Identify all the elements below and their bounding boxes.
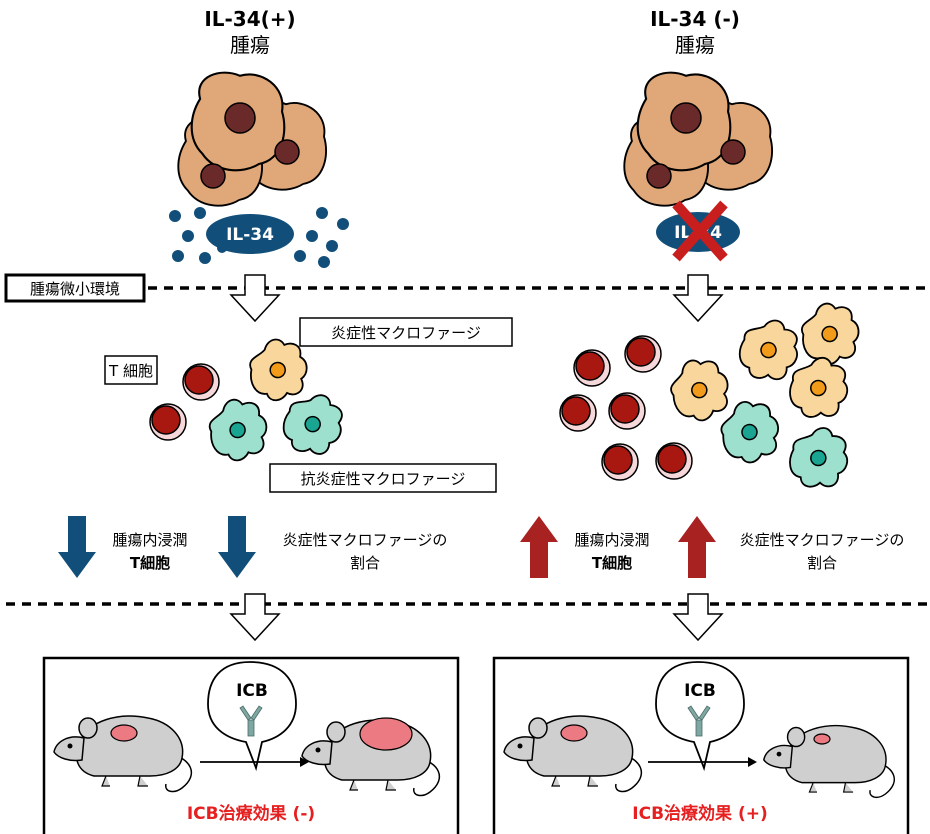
right-effect-label: ICB治療効果 (+) xyxy=(632,803,767,824)
left-tumor-cluster xyxy=(177,71,328,207)
left-effect-label: ICB治療効果 (-) xyxy=(187,803,315,824)
left-tumor-large xyxy=(359,717,413,751)
right-tumor-tiny xyxy=(813,733,831,745)
right-tcell-effect-line2: T細胞 xyxy=(592,554,632,572)
left-title: IL-34(+) xyxy=(204,7,295,31)
t-cell-label: T 細胞 xyxy=(108,362,153,380)
left-macrophage-decrease-arrow xyxy=(218,516,256,578)
cross-icon xyxy=(672,200,728,262)
right-il34-blocked: IL-34 xyxy=(656,200,740,262)
right-tcell-increase-arrow xyxy=(520,516,558,578)
right-treatment-panel: ICB ICB治療効果 (+) xyxy=(492,656,910,834)
right-macrophage-increase-arrow xyxy=(678,516,716,578)
left-macrophage-effect-line2: 割合 xyxy=(350,554,380,572)
right-title: IL-34 (-) xyxy=(650,7,740,31)
left-icb-bubble-label: ICB xyxy=(236,681,268,701)
right-macrophage-effect-line1: 炎症性マクロファージの xyxy=(740,531,905,549)
t-cell-label-box xyxy=(104,355,158,385)
right-subtitle: 腫瘍 xyxy=(675,33,715,57)
left-flow-arrow-2 xyxy=(230,593,280,641)
left-tcell-effect-line2: T細胞 xyxy=(130,554,170,572)
left-tcell-effect-line1: 腫瘍内浸潤 xyxy=(112,531,187,549)
right-icb-bubble-label: ICB xyxy=(684,681,716,701)
left-il34-secretion: IL-34 xyxy=(169,207,349,268)
anti-inflammatory-macrophage-label: 抗炎症性マクロファージ xyxy=(301,470,466,488)
right-cell-population xyxy=(559,297,865,494)
left-tcell-decrease-arrow xyxy=(58,516,96,578)
left-subtitle: 腫瘍 xyxy=(230,33,270,57)
inflammatory-macrophage-label: 炎症性マクロファージ xyxy=(331,324,481,342)
right-macrophage-effect-line2: 割合 xyxy=(807,554,837,572)
right-flow-arrow-1 xyxy=(673,274,723,322)
right-tumor-small xyxy=(560,724,588,742)
inflammatory-macrophage-label-box xyxy=(299,317,513,347)
right-tumor-cluster xyxy=(623,71,774,207)
right-tcell-effect-line1: 腫瘍内浸潤 xyxy=(574,531,649,549)
microenvironment-label: 腫瘍微小環境 xyxy=(30,280,120,298)
cytokine-dots xyxy=(169,207,349,268)
microenvironment-label-box xyxy=(4,273,146,303)
left-il34-label: IL-34 xyxy=(226,225,274,245)
left-treatment-panel: ICB ICB治療効果 (-) xyxy=(42,656,460,834)
left-macrophage-effect-line1: 炎症性マクロファージの xyxy=(283,531,448,549)
anti-inflammatory-macrophage-label-box xyxy=(269,463,497,493)
left-tumor-small xyxy=(110,724,138,742)
left-cell-population xyxy=(149,334,352,466)
right-flow-arrow-2 xyxy=(673,593,723,641)
left-flow-arrow-1 xyxy=(230,274,280,322)
